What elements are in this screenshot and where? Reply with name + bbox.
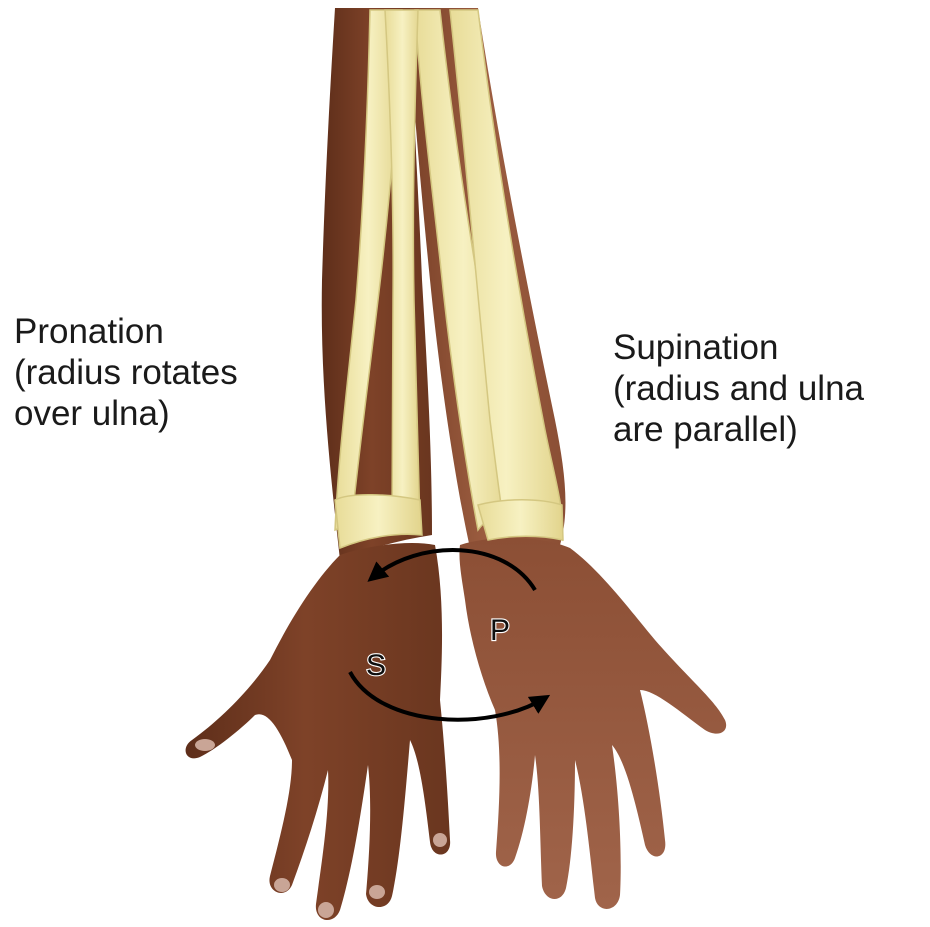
right-palm: [459, 538, 726, 909]
supination-description-line-2: are parallel): [613, 409, 864, 450]
left-nail-ring: [369, 885, 385, 899]
pronation-title: Pronation: [14, 311, 238, 352]
supination-caption: Supination (radius and ulna are parallel…: [613, 327, 864, 450]
left-nail-index: [274, 878, 290, 892]
supination-description-line-1: (radius and ulna: [613, 368, 864, 409]
supination-title: Supination: [613, 327, 864, 368]
left-hand: [186, 543, 451, 920]
supination-marker: S: [366, 649, 386, 682]
left-nail-little: [433, 833, 447, 847]
pronation-description-line-1: (radius rotates: [14, 352, 238, 393]
pronation-description-line-2: over ulna): [14, 393, 238, 434]
pronation-marker: P: [490, 614, 510, 647]
left-thumbnail: [195, 739, 215, 751]
pronation-caption: Pronation (radius rotates over ulna): [14, 311, 238, 434]
right-wrist-bone-end: [478, 500, 563, 540]
left-nail-middle: [318, 902, 334, 918]
